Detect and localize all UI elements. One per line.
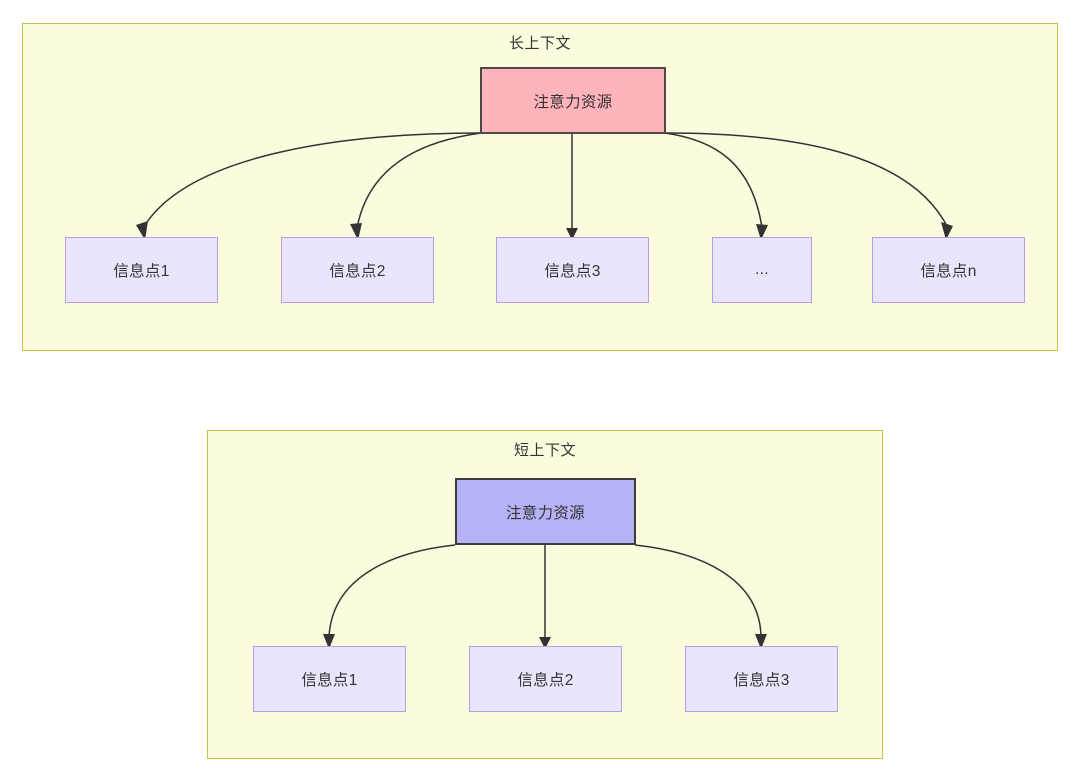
node-info-point-3-long[interactable]: 信息点3: [496, 237, 649, 303]
node-attention-resource-long[interactable]: 注意力资源: [480, 67, 666, 134]
node-info-point-ellipsis-long[interactable]: ...: [712, 237, 812, 303]
panel-long-context-title: 长上下文: [508, 35, 571, 52]
node-info-point-1-long[interactable]: 信息点1: [65, 237, 218, 303]
node-info-point-n-long[interactable]: 信息点n: [872, 237, 1025, 303]
panel-short-context-title: 短上下文: [513, 442, 576, 459]
node-info-point-2-long[interactable]: 信息点2: [281, 237, 434, 303]
node-attention-resource-short[interactable]: 注意力资源: [455, 478, 636, 545]
node-info-point-2-short[interactable]: 信息点2: [469, 646, 622, 712]
node-info-point-3-short[interactable]: 信息点3: [685, 646, 838, 712]
node-info-point-1-short[interactable]: 信息点1: [253, 646, 406, 712]
